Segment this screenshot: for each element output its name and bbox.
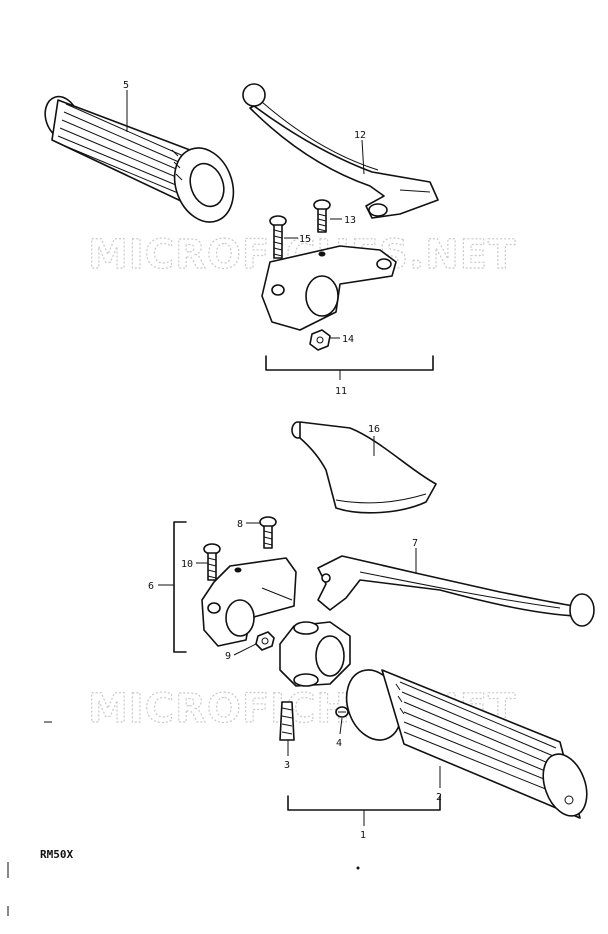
screw-part-3 — [279, 701, 295, 741]
callout-6: 6 — [148, 581, 154, 592]
nut-part-9 — [255, 631, 275, 651]
bracket-part-1 — [287, 795, 441, 811]
clutch-lever-holder — [261, 245, 397, 331]
callout-3: 3 — [284, 760, 290, 771]
brake-lever-part-7 — [317, 555, 595, 627]
callout-9: 9 — [225, 651, 231, 662]
throttle-housing — [279, 621, 351, 687]
callout-15: 15 — [299, 234, 311, 245]
callout-16: 16 — [368, 424, 380, 435]
callout-8: 8 — [237, 519, 243, 530]
screw-part-15 — [269, 215, 287, 259]
callout-12: 12 — [354, 130, 366, 141]
clutch-lever-part-12 — [242, 83, 439, 219]
callout-11: 11 — [335, 386, 347, 397]
callout-4: 4 — [336, 738, 342, 749]
screw-part-10 — [203, 543, 221, 581]
callout-5: 5 — [123, 80, 129, 91]
model-code: RM50X — [40, 848, 73, 861]
leader-lines — [126, 90, 441, 826]
brake-lever-holder — [201, 557, 297, 647]
bracket-part-6 — [173, 521, 187, 653]
callout-14: 14 — [342, 334, 354, 345]
callout-2: 2 — [436, 792, 442, 803]
callout-10: 10 — [181, 559, 193, 570]
screw-part-8 — [259, 516, 277, 549]
throttle-grip-part-2 — [345, 669, 588, 819]
nut-part-14 — [309, 329, 331, 351]
callout-7: 7 — [412, 538, 418, 549]
screw-part-13 — [313, 199, 331, 233]
lever-cover-part-16 — [291, 421, 437, 514]
plug-part-4 — [335, 706, 349, 718]
callout-13: 13 — [344, 215, 356, 226]
left-grip-part-5 — [44, 95, 235, 223]
bracket-part-11 — [265, 355, 434, 371]
callout-1: 1 — [360, 830, 366, 841]
scan-dot — [356, 866, 360, 870]
